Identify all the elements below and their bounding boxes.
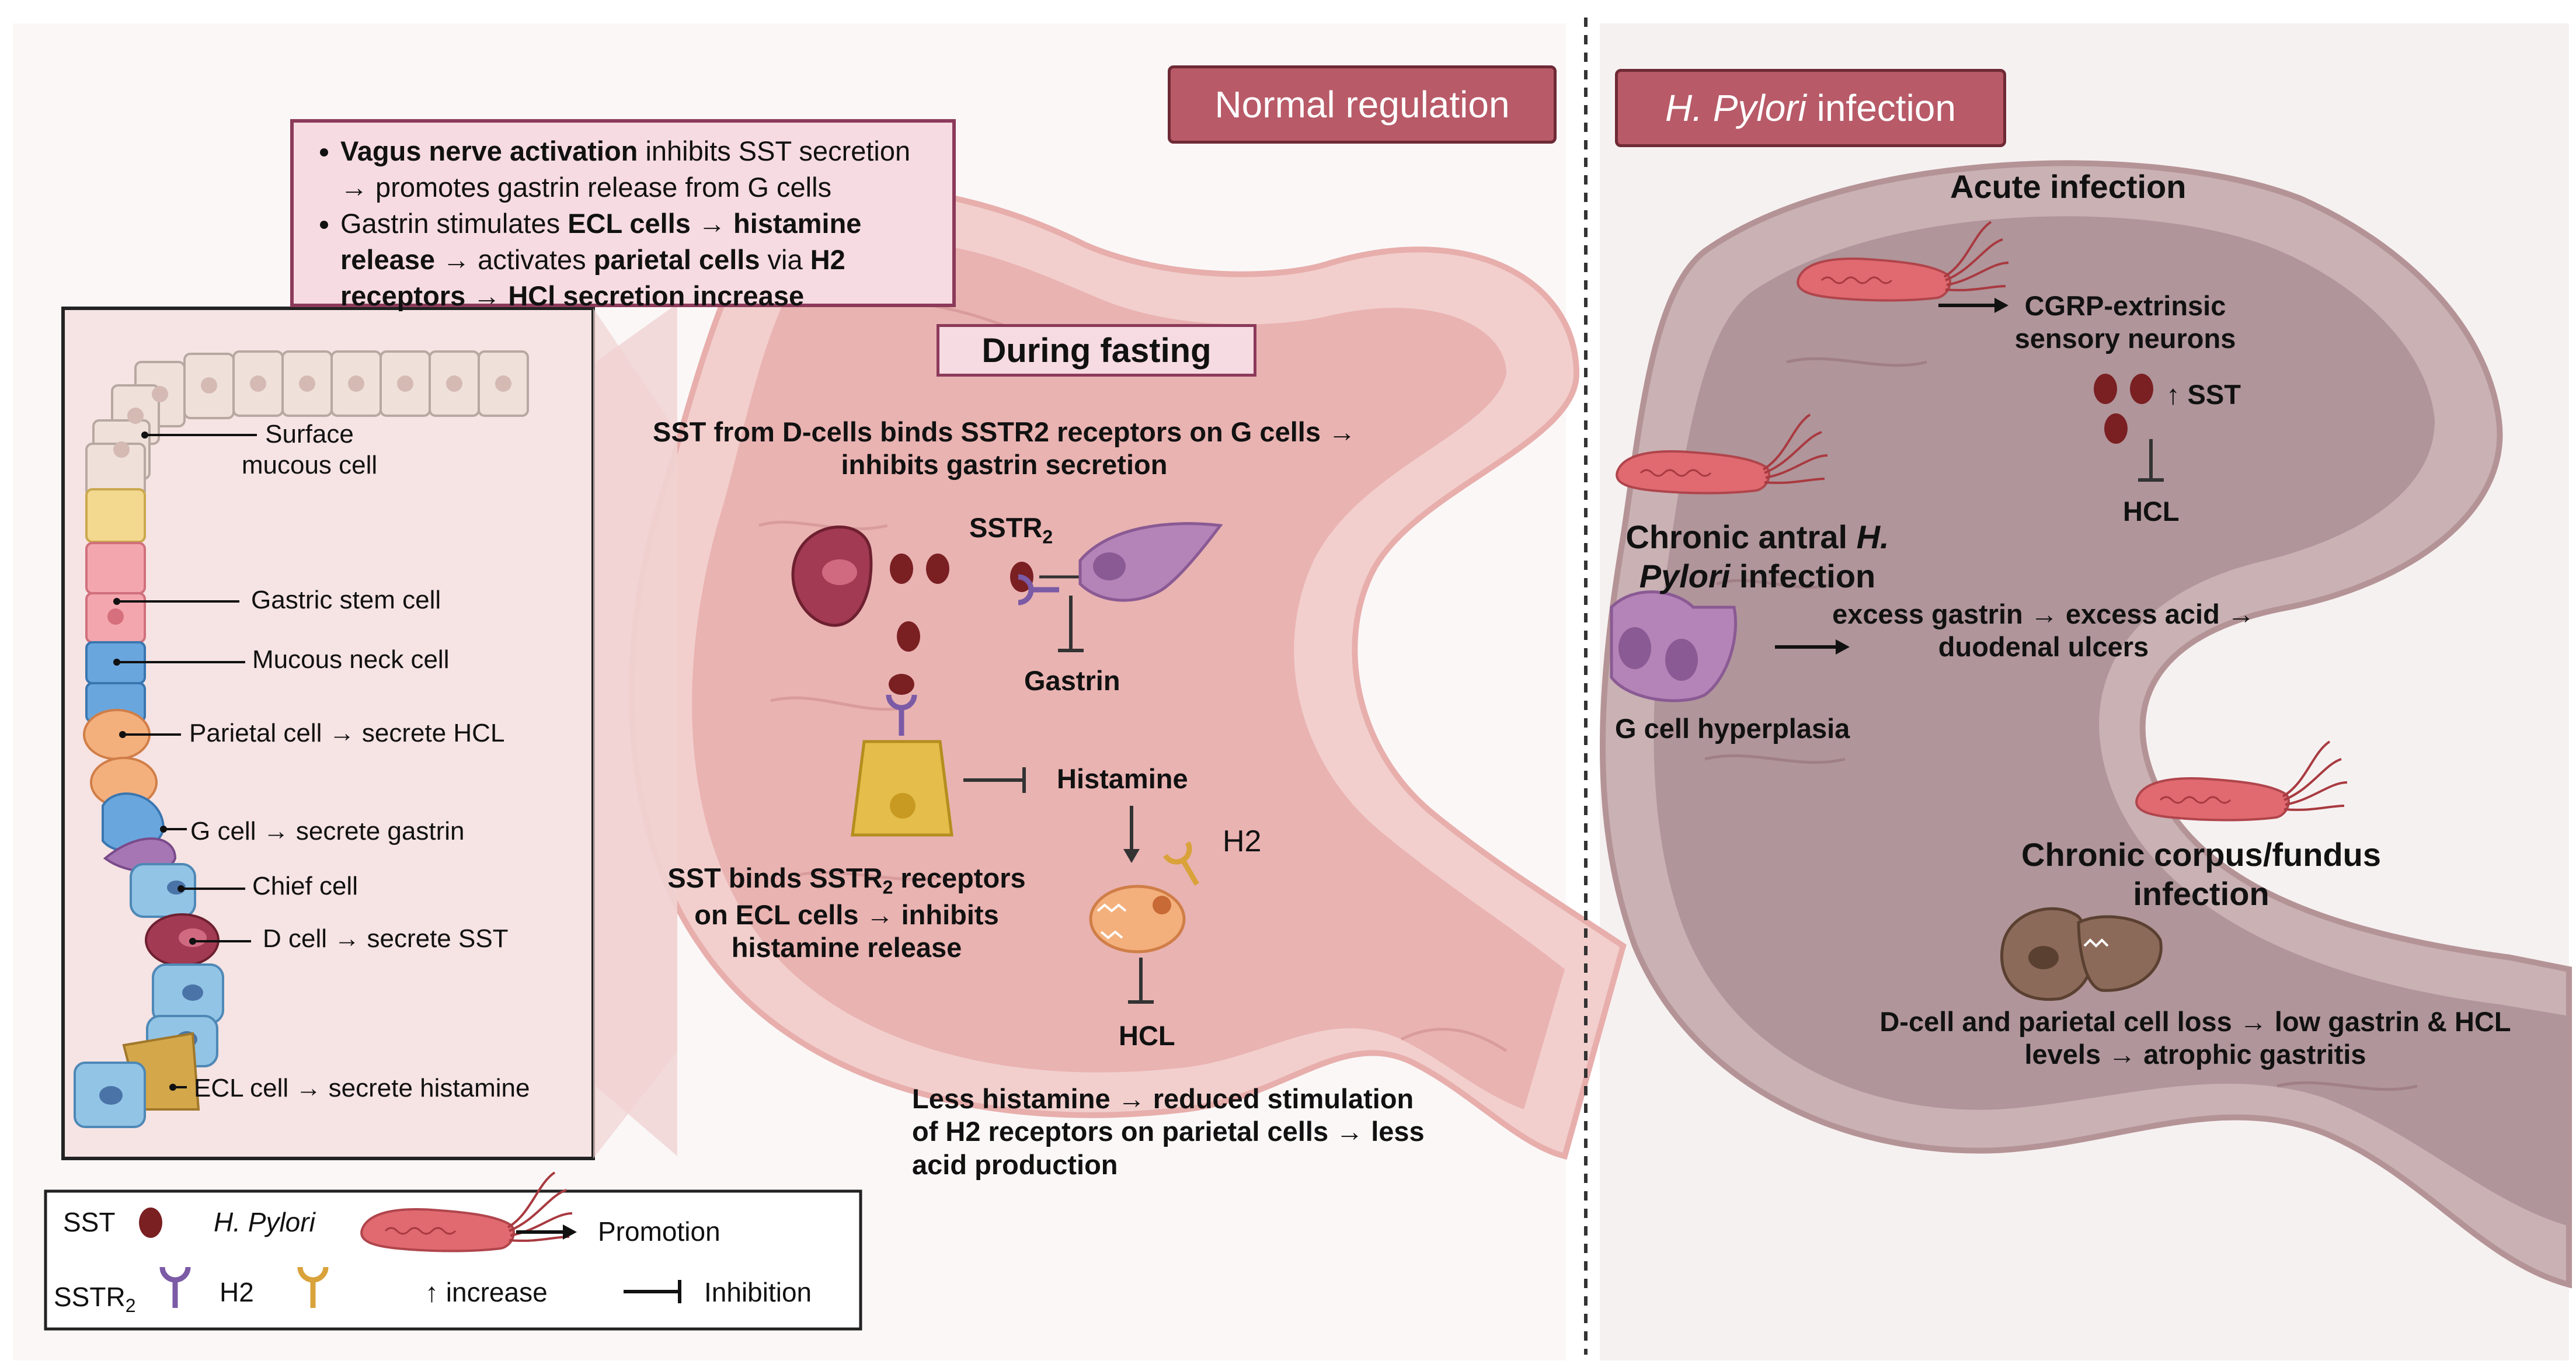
gastrin-label: Gastrin bbox=[1024, 665, 1120, 696]
excess-gastrin-text: excess gastrin → excess acid →duodenal u… bbox=[1832, 599, 2255, 663]
gland-label-parietal: Parietal cell → secrete HCL bbox=[189, 719, 505, 747]
gland-label-ecl: ECL cell → secrete histamine bbox=[194, 1074, 530, 1102]
chronic-antral-title: Chronic antral H. Pylori infection bbox=[1625, 519, 1889, 595]
g-cell-large bbox=[1078, 522, 1223, 602]
legend-sst: SST bbox=[63, 1207, 116, 1237]
during-fasting-box: During fasting bbox=[937, 324, 1256, 377]
histamine-label: Histamine bbox=[1057, 763, 1188, 794]
legend-hpylori: H. Pylori bbox=[214, 1207, 315, 1237]
hp-title-italic: H. Pylori bbox=[1665, 87, 1806, 129]
hcl-label-hp: HCL bbox=[2123, 496, 2180, 527]
intro-box: Vagus nerve activation inhibits SST secr… bbox=[290, 119, 956, 311]
legend-h2: H2 bbox=[220, 1277, 254, 1307]
atrophic-cells bbox=[2000, 907, 2163, 1001]
gland-label-mucous-neck: Mucous neck cell bbox=[252, 645, 450, 674]
ecl-sst-text: SST binds SSTR2 receptors on ECL cells →… bbox=[667, 862, 1026, 963]
intro-bullet-1: Vagus nerve activation inhibits SST secr… bbox=[340, 133, 941, 206]
normal-regulation-banner: Normal regulation bbox=[1168, 65, 1557, 144]
g-cell-hyperplasia bbox=[1610, 590, 1737, 702]
sst-dcells-text: SST from D-cells binds SSTR2 receptors o… bbox=[652, 416, 1356, 481]
legend-promotion: Promotion bbox=[598, 1216, 720, 1247]
intro-bullet-2: Gastrin stimulates ECL cells → histamine… bbox=[340, 206, 941, 314]
atrophic-gastritis-text: D-cell and parietal cell loss → low gast… bbox=[1879, 1006, 2511, 1070]
hp-infection-banner: H. Pylori infection bbox=[1615, 69, 2006, 147]
gland-label-g-cell: G cell → secrete gastrin bbox=[190, 817, 465, 845]
hp-stomach bbox=[1600, 160, 2572, 1289]
legend-increase: ↑ increase bbox=[425, 1277, 548, 1307]
legend-sstr2: SSTR2 bbox=[54, 1282, 136, 1317]
acute-infection-title: Acute infection bbox=[1950, 168, 2187, 205]
zoom-wedge bbox=[593, 308, 677, 1158]
legend-inhibition: Inhibition bbox=[704, 1277, 812, 1307]
gland-label-d-cell: D cell → secrete SST bbox=[263, 924, 509, 953]
sstr2-label: SSTR2 bbox=[969, 512, 1053, 548]
d-cell-large bbox=[791, 526, 873, 627]
g-cell-hyperplasia-label: G cell hyperplasia bbox=[1615, 713, 1850, 744]
increase-sst-label: ↑ SST bbox=[2166, 379, 2241, 410]
gland-leaders bbox=[117, 434, 257, 1088]
gland-label-chief: Chief cell bbox=[252, 872, 358, 900]
hcl-label-normal: HCL bbox=[1119, 1020, 1175, 1051]
parietal-cell-large bbox=[1089, 885, 1186, 954]
ecl-cell-large bbox=[851, 740, 953, 837]
hp-title-rest: infection bbox=[1806, 87, 1956, 129]
less-histamine-text: Less histamine → reduced stimulation of … bbox=[912, 1083, 1425, 1180]
h2-label: H2 bbox=[1223, 824, 1262, 858]
gland-cells bbox=[74, 350, 529, 1128]
gland-label-stem: Gastric stem cell bbox=[251, 586, 441, 614]
